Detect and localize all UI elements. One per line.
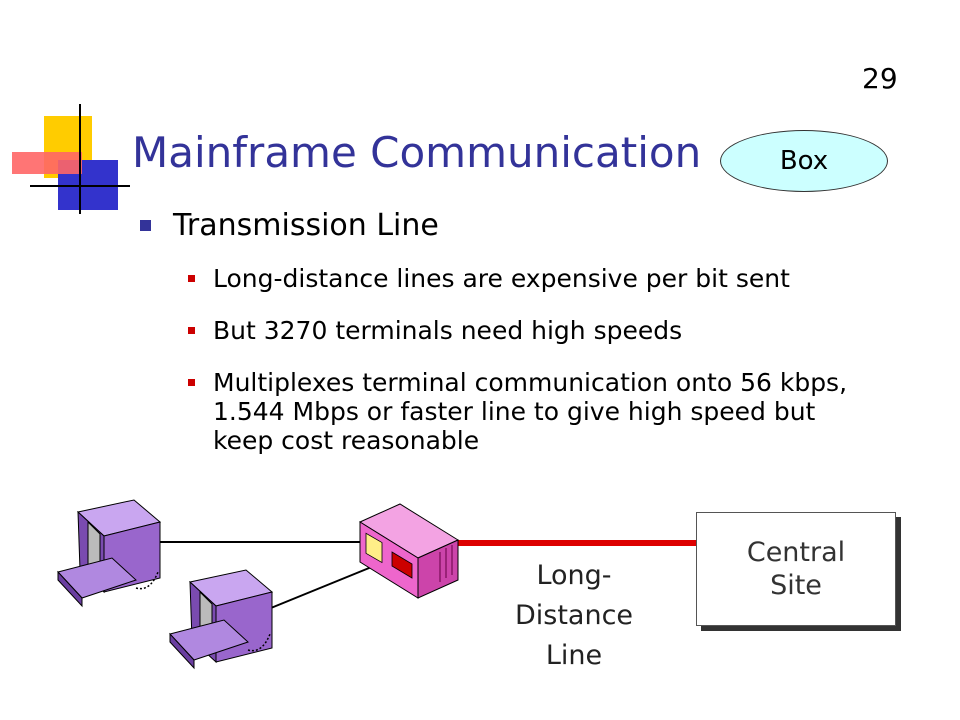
sub-bullet-marker	[188, 327, 195, 334]
sub-bullet-3: Multiplexes terminal communication onto …	[188, 368, 848, 455]
sub-bullet-text: Long-distance lines are expensive per bi…	[213, 264, 790, 293]
box-callout-label: Box	[779, 146, 829, 176]
sub-bullet-text: Multiplexes terminal communication onto …	[213, 368, 848, 455]
label-line: Distance	[514, 600, 634, 631]
bullet-marker	[140, 220, 151, 231]
central-site-box: Central Site	[696, 512, 896, 626]
bullet-text: Transmission Line	[173, 208, 439, 243]
slide-title: Mainframe Communication	[132, 128, 702, 177]
bullet-transmission-line: Transmission Line	[140, 208, 439, 243]
long-distance-line-label: Long- Distance Line	[500, 556, 648, 676]
multiplexer-icon	[358, 503, 460, 599]
sub-bullet-marker	[188, 275, 195, 282]
slide-logo	[12, 104, 130, 214]
central-site-label-line: Site	[770, 570, 822, 601]
slide-number: 29	[862, 62, 898, 95]
terminal-1-icon	[57, 499, 162, 608]
box-callout: Box	[720, 130, 888, 192]
terminal2-link	[265, 565, 375, 611]
label-line: Long-	[536, 560, 612, 591]
sub-bullet-2: But 3270 terminals need high speeds	[188, 316, 868, 345]
sub-bullet-text: But 3270 terminals need high speeds	[213, 316, 683, 345]
central-site-label-line: Central	[746, 537, 846, 568]
sub-bullet-marker	[188, 379, 195, 386]
terminal-2-icon	[169, 569, 274, 670]
sub-bullet-1: Long-distance lines are expensive per bi…	[188, 264, 868, 293]
label-line: Line	[545, 640, 603, 671]
